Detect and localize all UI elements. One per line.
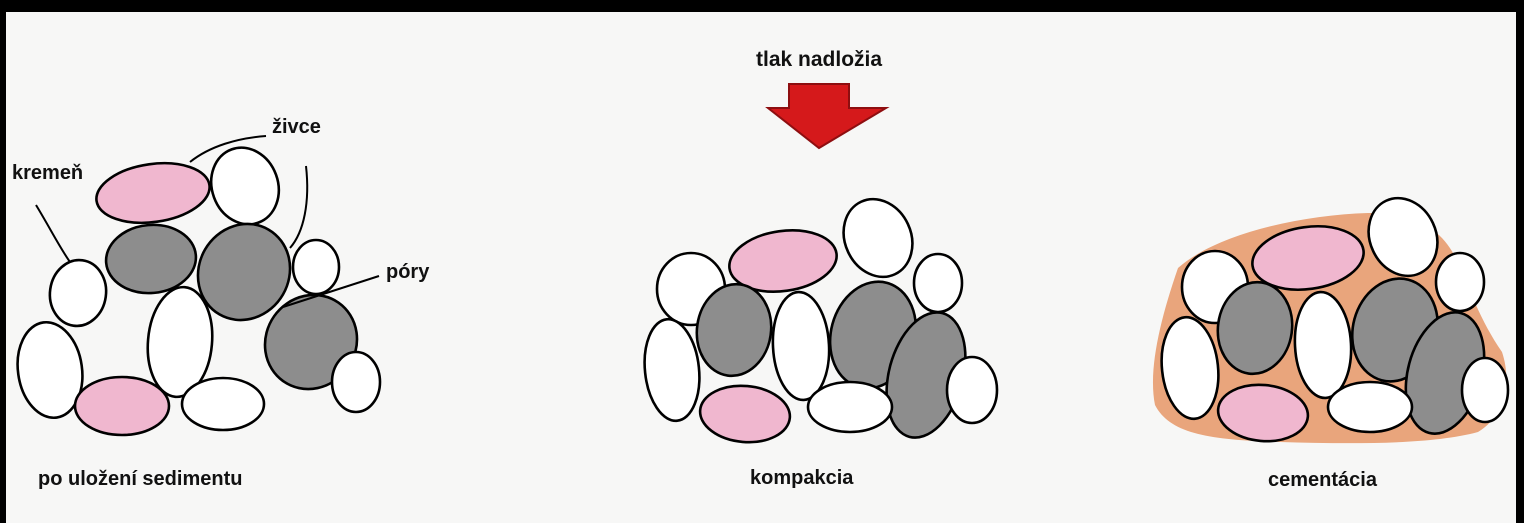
quartz-grain	[947, 357, 997, 423]
pressure-label: tlak nadložia	[756, 49, 882, 70]
feldspar-label: živce	[272, 117, 321, 137]
down-arrow-icon	[768, 84, 886, 148]
feldspar-grain-pink	[698, 382, 793, 446]
quartz-label: kremeň	[12, 163, 83, 183]
pores-label: póry	[386, 262, 429, 282]
stage-caption-deposition: po uložení sedimentu	[38, 469, 242, 489]
quartz-grain	[182, 378, 264, 430]
feldspar-grain-pink	[93, 156, 214, 229]
stage-2-grains	[640, 188, 997, 447]
quartz-grain	[808, 382, 892, 432]
feldspar-grain-gray	[103, 221, 199, 297]
quartz-grain	[1328, 382, 1412, 432]
quartz-grain	[332, 352, 380, 412]
quartz-grain	[46, 256, 111, 329]
quartz-grain	[1436, 253, 1484, 311]
quartz-grain	[770, 291, 832, 402]
quartz-grain	[640, 316, 704, 423]
stage-caption-compaction: kompakcia	[750, 468, 853, 488]
quartz-grain	[831, 188, 925, 288]
stage-caption-cementation: cementácia	[1268, 470, 1377, 490]
quartz-grain	[293, 240, 339, 294]
quartz-grain	[201, 138, 290, 234]
quartz-grain	[914, 254, 962, 312]
quartz-grain	[1462, 358, 1508, 422]
feldspar-grain-pink	[75, 377, 169, 435]
